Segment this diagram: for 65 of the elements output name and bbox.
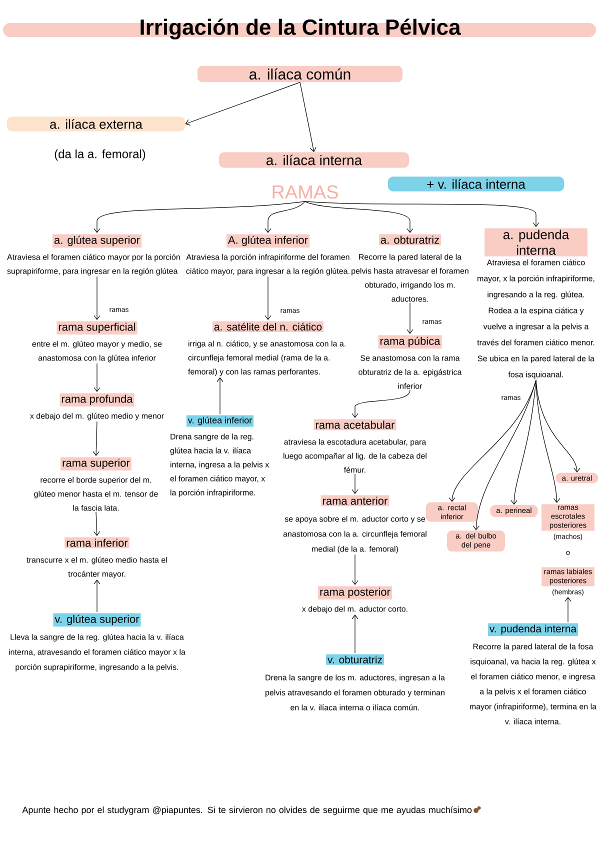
footer-note: Apunte hecho por el studygram @piapuntes. Si te sirvieron no olvides de seguirme que me ayudas muchísimo <box>22 806 472 815</box>
arrow <box>352 474 358 494</box>
curved-arrow <box>510 380 536 505</box>
arrow <box>564 596 572 622</box>
curved-arrow <box>536 380 580 473</box>
highlight-heading: a. pudenda interna <box>484 228 588 256</box>
description-text: irriga al n. ciático, y se anastomosa con la a. circunfleja femoral medial (rama de la a. femoral) y con las ramas perforantes. <box>188 340 346 376</box>
arrow <box>94 276 100 320</box>
arrow <box>94 580 100 612</box>
highlight-heading: v. glútea superior <box>53 613 141 627</box>
note-text: (da la a. femoral) <box>54 149 146 161</box>
description-text: se apoya sobre el m. aductor corto y se anastomosa con la a. circunfleja femoral medial (de la a. femoral) <box>283 516 426 554</box>
description-text: Recorre la pared lateral de la fosa isquioanal, va hacia la reg. glútea x el foramen ciático menor, e ingresa a la pelvis x el foramen ciático mayor (infrapiriforme), termina en la v. ilíaca interna. <box>470 644 597 724</box>
highlight-heading: v. pudenda interna <box>488 623 578 636</box>
highlight-heading: rama superficial <box>56 321 138 334</box>
highlight-heading: rama acetabular <box>314 419 396 430</box>
highlight-label: a. ilíaca interna <box>219 152 409 168</box>
arrow <box>216 377 224 414</box>
highlight-heading: rama púbica <box>378 335 442 349</box>
curved-arrow <box>304 201 414 233</box>
description-text: Recorre la pared lateral de la pelvis hasta atravesar el foramen obturado, irrigando los m. aductores. <box>352 254 468 302</box>
highlight-label: a. ilíaca externa <box>7 116 185 132</box>
highlight-heading: rama anterior <box>320 495 390 506</box>
arrow <box>352 614 358 654</box>
title: Irrigación de la Cintura Pélvica <box>3 18 596 40</box>
curved-arrow <box>352 390 410 418</box>
curved-arrow <box>472 380 536 530</box>
description-text: Atraviesa la porción infrapiriforme del foramen ciático mayor, para ingresar a la región glútea. <box>186 254 350 276</box>
arrow <box>92 421 100 456</box>
highlight-heading: A. glútea inferior <box>226 234 310 248</box>
curved-arrow <box>536 380 560 503</box>
description-text: Drena la sangre de los m. aductores, ingresan a la pelvis atravesando el foramen obturado y terminan en la v. ilíaca interna o ilíaca común. <box>266 674 445 710</box>
arrow <box>185 82 300 126</box>
description-text: recorre el borde superior del m. glúteo menor hasta el m. tensor de la fascia lata. <box>34 476 158 511</box>
description-text: Se anastomosa con la rama obturatriz de la a. epigástrica inferior <box>358 355 462 389</box>
highlight-heading: rama superior <box>60 457 132 470</box>
highlight-heading: v. glútea inferior <box>186 415 254 427</box>
highlight-label: a. ilíaca común <box>198 66 402 82</box>
highlight-heading: a. glútea superior <box>52 234 142 248</box>
arrow <box>264 276 272 320</box>
arrow <box>406 302 414 334</box>
arrow <box>94 512 100 536</box>
description-text: transcurre x el m. glúteo medio hasta el trocánter mayor. <box>26 556 167 578</box>
arrow <box>94 363 100 392</box>
description-text: Lleva la sangre de la reg. glútea hacia la v. ilíaca interna, atravesando el foramen ciático mayor x la porción suprapiriforme, ingresando a la pelvis. <box>9 634 186 672</box>
description-text: entre el m. glúteo mayor y medio, se anastomosa con la glútea inferior <box>32 340 162 362</box>
description-text: x debajo del m. aductor corto. <box>302 606 408 614</box>
description-text: Atraviesa el foramen ciático mayor, x la porción infrapiriforme, ingresando a la reg. glútea. Rodea a la espina ciática y vuelve a ingresar a la pelvis a través del foramen ciático menor. Se ubica en la pared lateral de la fosa isquioanal. <box>477 259 594 379</box>
description-text: x debajo del m. glúteo medio y menor <box>30 412 164 420</box>
highlight-heading: rama profunda <box>60 393 134 406</box>
curved-arrow <box>304 201 540 228</box>
highlight-heading: v. obturatriz <box>326 654 384 665</box>
arrow <box>300 82 316 152</box>
description-text: Atraviesa el foramen ciático mayor por la porción suprapiriforme, para ingresar en la región glútea <box>7 254 180 276</box>
curved-arrow <box>94 201 306 233</box>
arrow <box>352 554 358 585</box>
curved-arrow <box>264 201 306 233</box>
highlight-heading: a. obturatriz <box>378 234 442 246</box>
highlight-heading: a. satélite del n. ciático <box>212 321 324 332</box>
description-text: Drena sangre de la reg. glútea hacia la v. ilíaca interna, ingresa a la pelvis x el foramen ciático mayor, x la porción infrapiriforme. <box>170 434 270 497</box>
highlight-heading: rama posterior <box>318 586 392 600</box>
highlight-label: + v. ilíaca interna <box>388 176 564 192</box>
description-text: atraviesa la escotadura acetabular, para luego acompañar al lig. de la cabeza del fémur. <box>284 438 426 473</box>
subheading: RAMAS <box>272 185 338 199</box>
highlight-heading: rama inferior <box>64 537 130 548</box>
